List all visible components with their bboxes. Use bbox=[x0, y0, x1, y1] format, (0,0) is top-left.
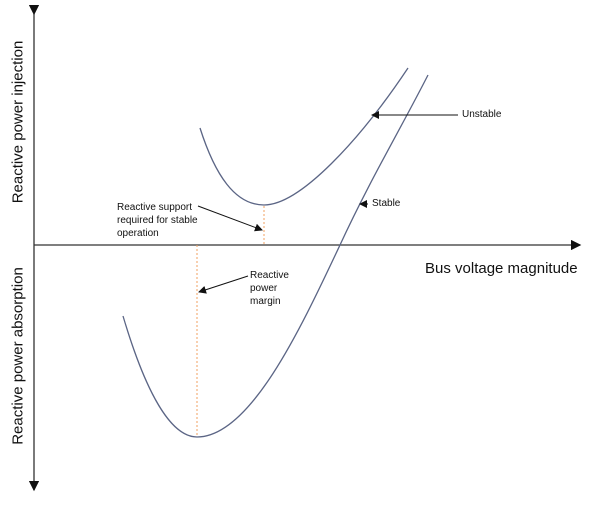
upper-curve bbox=[199, 67, 409, 206]
reactive-margin-label: Reactive power margin bbox=[250, 270, 289, 307]
y-label-injection: Reactive power injection bbox=[9, 40, 27, 204]
unstable-label: Unstable bbox=[462, 109, 502, 120]
margin-arrow bbox=[198, 275, 249, 294]
x-label: Bus voltage magnitude bbox=[425, 260, 578, 277]
stable-label: Stable bbox=[372, 198, 401, 209]
support-arrow bbox=[197, 205, 263, 232]
reactive-support-label: Reactive support required for stable ope… bbox=[117, 202, 198, 239]
y-label-absorption: Reactive power absorption bbox=[9, 267, 27, 445]
lower-curve bbox=[122, 74, 429, 438]
